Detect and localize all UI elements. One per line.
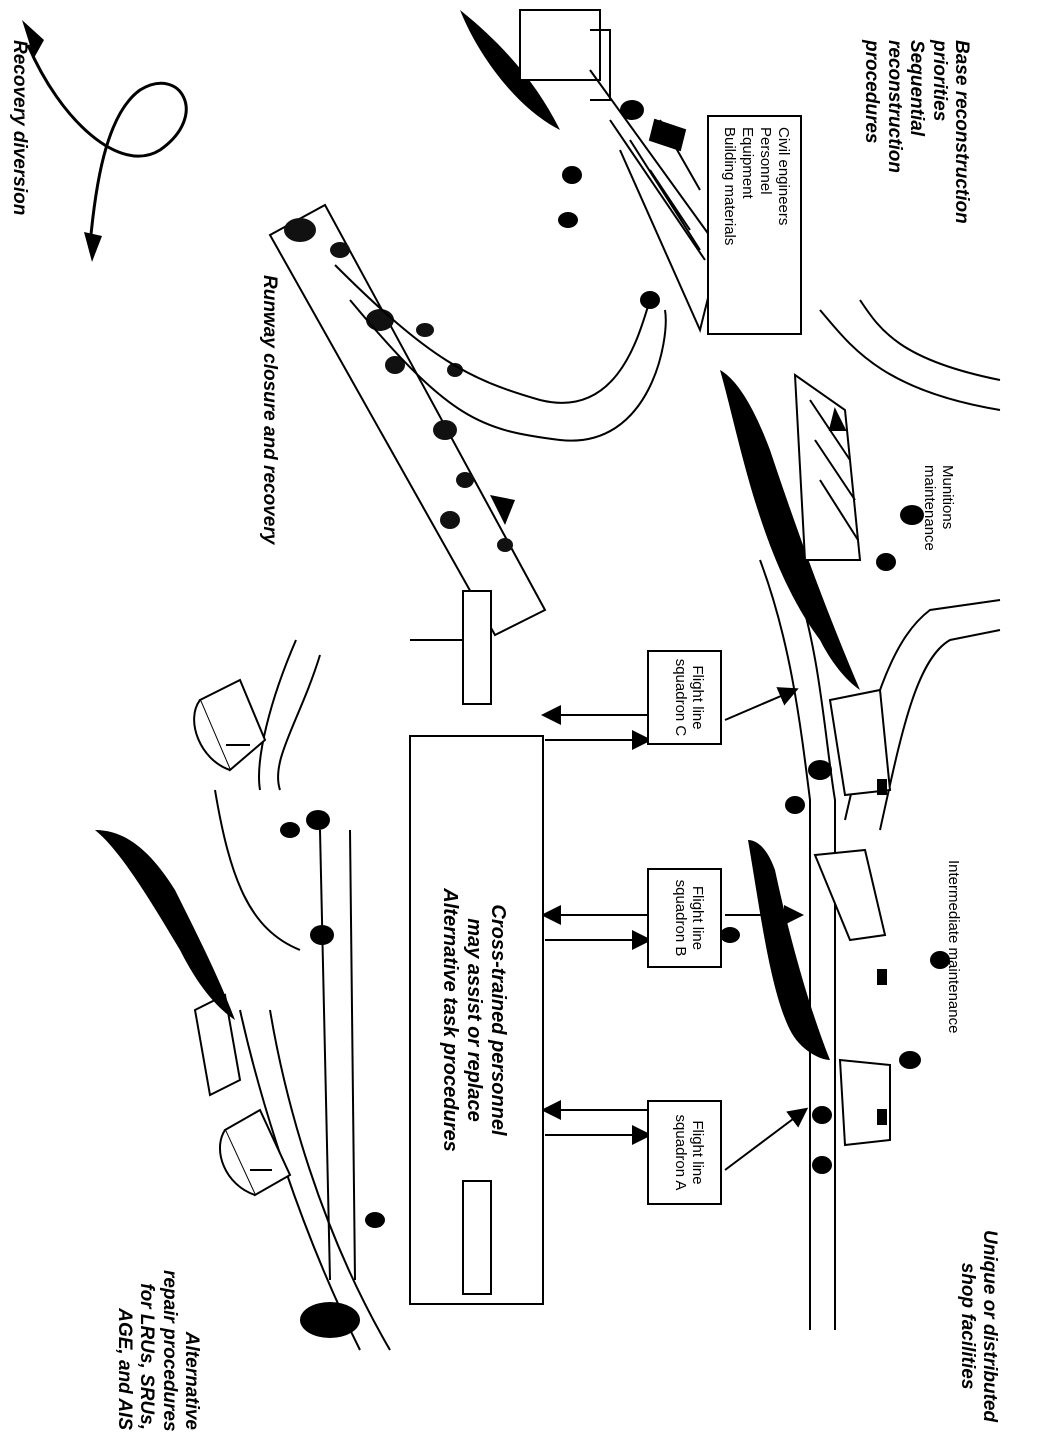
intermediate-maintenance-label: Intermediate maintenance (945, 860, 962, 1034)
shelter-link-box (462, 1180, 492, 1295)
civil-engineers-line-3: Equipment (739, 127, 756, 199)
munitions-maintenance-label: Munitions maintenance (921, 465, 956, 551)
civil-engineers-box: Civil engineers Personnel Equipment Buil… (707, 115, 802, 335)
squadron-a-line-1: Flight line (689, 1120, 706, 1185)
flight-line-squadron-b-box: Flight line squadron B (647, 868, 722, 968)
base-reconstruction-line-1: Base reconstruction (951, 40, 972, 224)
aircraft-shelter-top (193, 678, 267, 772)
squadron-b-line-1: Flight line (689, 885, 706, 951)
squadron-c-line-2: squadron C (672, 658, 689, 737)
runway (268, 203, 547, 637)
squadron-b-line-2: squadron B (672, 879, 689, 957)
alternative-repair-label: Alternative repair procedures for LRUs, … (112, 1270, 202, 1432)
runway-closure-label: Runway closure and recovery (259, 275, 280, 545)
unique-shop-line-2: shop facilities (956, 1262, 978, 1390)
civil-engineers-line-4: Building materials (721, 127, 738, 246)
aircraft-shelter-bottom (219, 1108, 292, 1197)
recovery-diversion-label: Recovery diversion (9, 40, 30, 216)
cross-trained-line-3: Alternative task procedures (439, 888, 461, 1152)
munitions-bunkers (793, 373, 862, 561)
munitions-line-1: Munitions (939, 465, 956, 530)
munitions-line-2: maintenance (921, 465, 939, 551)
aircraft-icon (490, 495, 515, 525)
base-reconstruction-label: Base reconstruction priorities Sequentia… (860, 40, 972, 224)
unique-shop-label: Unique or distributed shop facilities (955, 1230, 1000, 1422)
alternative-repair-line-2: repair procedures (158, 1270, 180, 1432)
maintenance-buildings (813, 688, 892, 1147)
base-reconstruction-line-5: procedures (861, 40, 883, 144)
runway-link-box (462, 590, 492, 705)
civil-engineers-line-1: Civil engineers (775, 127, 792, 226)
flight-line-squadron-a-box: Flight line squadron A (647, 1100, 722, 1205)
squadron-arrows (541, 687, 809, 1171)
tree-clusters (95, 10, 950, 1338)
base-reconstruction-line-4: reconstruction (883, 40, 905, 174)
recovery-diversion-loop-icon (22, 20, 188, 262)
industrial-facility (519, 9, 722, 334)
squadron-c-line-1: Flight line (689, 665, 706, 730)
base-reconstruction-line-3: Sequential (906, 40, 928, 137)
flight-line-squadron-c-box: Flight line squadron C (647, 650, 722, 745)
base-reconstruction-line-2: priorities (928, 40, 950, 122)
unique-shop-line-1: Unique or distributed (979, 1230, 1000, 1423)
alternative-repair-line-3: for LRUs, SRUs, (136, 1283, 158, 1430)
runway-craters (284, 218, 513, 552)
alternative-repair-line-4: AGE, and AIS (113, 1308, 135, 1430)
squadron-a-line-2: squadron A (672, 1114, 689, 1191)
civil-engineers-line-2: Personnel (757, 127, 774, 195)
alternative-repair-line-1: Alternative (181, 1331, 202, 1430)
